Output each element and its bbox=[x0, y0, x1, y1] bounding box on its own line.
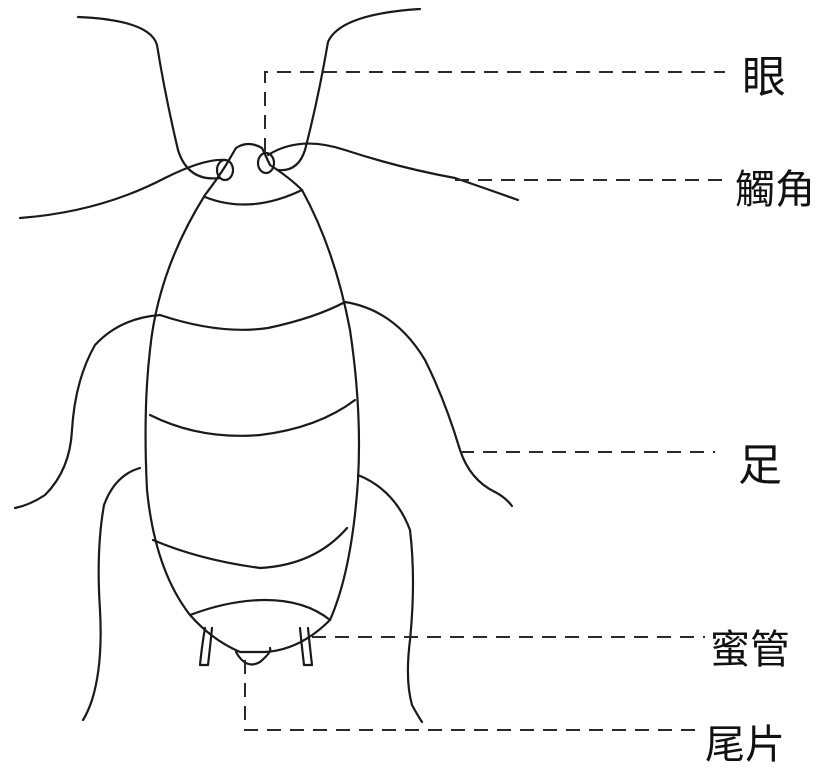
antennae bbox=[20, 9, 518, 218]
left-antenna-upper bbox=[78, 17, 220, 178]
segment-line-3 bbox=[153, 528, 347, 568]
cauda bbox=[236, 648, 270, 664]
cornicles bbox=[200, 628, 312, 665]
head-line bbox=[205, 190, 302, 205]
eye-leader bbox=[265, 72, 725, 152]
left-antenna-lower bbox=[20, 160, 226, 218]
right-antenna-upper bbox=[278, 9, 420, 170]
segment-line-4 bbox=[190, 600, 330, 620]
label-cornicle: 蜜管 bbox=[710, 627, 790, 673]
label-eye: 眼 bbox=[742, 52, 786, 103]
front-left-leg bbox=[15, 315, 160, 508]
aphid-body bbox=[146, 144, 359, 664]
right-cornicle bbox=[300, 628, 312, 665]
labels: 眼 觸角 足 蜜管 尾片 bbox=[705, 52, 815, 768]
segment-line-2 bbox=[150, 400, 355, 436]
body-outline bbox=[146, 144, 359, 652]
front-right-leg bbox=[345, 302, 512, 506]
right-antenna-lower bbox=[268, 144, 518, 200]
label-antenna: 觸角 bbox=[735, 167, 815, 213]
label-leg: 足 bbox=[738, 440, 782, 491]
hind-left-leg bbox=[83, 468, 140, 720]
cauda-leader bbox=[245, 660, 700, 730]
segment-line-1 bbox=[160, 302, 345, 330]
hind-right-leg bbox=[358, 475, 422, 722]
label-cauda: 尾片 bbox=[705, 722, 785, 768]
left-eye bbox=[217, 160, 233, 180]
